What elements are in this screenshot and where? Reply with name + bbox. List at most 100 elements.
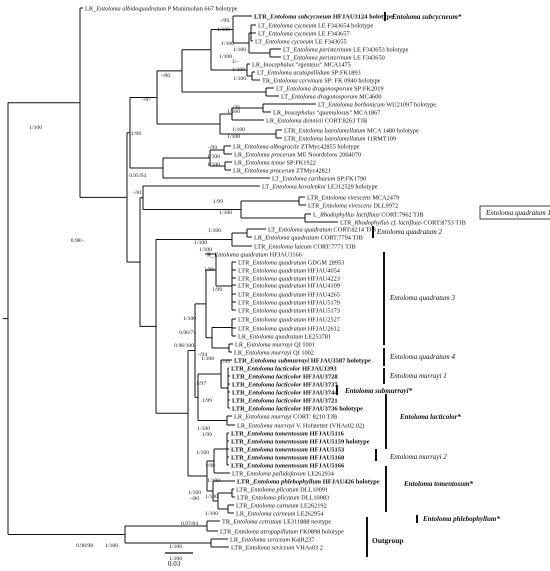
leaf-species: Entoloma luteolamellatum [297, 127, 365, 134]
leaf-voucher: VHAs03 2 [296, 544, 323, 551]
leaf-species: Rhodophyllus lactifluus [319, 211, 380, 218]
leaf-prefix: LTR_ [232, 470, 247, 477]
leaf-voucher: HFJAU1393 [302, 365, 337, 372]
leaf-voucher: HFJAU3744 [303, 389, 338, 396]
leaf-voucher: MCA2479 [372, 194, 399, 201]
leaf-label: LTR_Entoloma luteolamellatum MCA 1480 ho… [284, 127, 419, 134]
support-value: 1/100 [219, 54, 232, 60]
leaf-label: LTR_Entoloma phlebophyllum HFJAU426 holo… [237, 478, 380, 485]
clade-label: Outgroup [372, 536, 404, 545]
leaf-prefix: LT_ [281, 93, 292, 100]
leaf-prefix: LT_ [257, 69, 268, 76]
leaf-species: Entoloma virescens [320, 194, 371, 201]
leaf-prefix: LTR_ [231, 544, 246, 551]
leaf-voucher: CORT:8753 TJB [423, 219, 465, 226]
support-value: 0.98/- [71, 238, 84, 244]
leaf-voucher: HFJAU2612 [308, 325, 340, 332]
support-value: 1/100 [199, 247, 212, 253]
support-value: 1/100 [232, 127, 245, 133]
leaf-label: LT_Entoloma cycneum LE F343654 holotype [258, 22, 373, 29]
leaf-voucher: HFJAU5179 [308, 299, 340, 306]
leaf-prefix: LR_ [252, 61, 264, 68]
leaf-voucher: CORT:7962 TJB [381, 211, 423, 218]
support-value: 1/100 [207, 162, 220, 168]
leaf-label: LR_Entoloma murrayi V. Hofstetter (VHAs0… [237, 422, 364, 429]
support-value: 1/99 [202, 398, 212, 404]
leaf-voucher: HFJAU5159 holotype [310, 438, 370, 445]
leaf-voucher: GDGM 28953 [308, 259, 345, 266]
support-value: 1/100 [227, 134, 240, 140]
leaf-prefix: LTR_ [231, 438, 248, 445]
support-value: -/81 [133, 190, 142, 196]
leaf-prefix: LTR_ [340, 219, 355, 226]
leaf-species: Entoloma tomentosum [246, 454, 308, 461]
support-value: 1/99 [213, 199, 223, 205]
leaf-species: Entoloma peristerinum [292, 46, 352, 53]
leaf-species: Entoloma tenue [244, 159, 285, 166]
leaf-label: LR_Entoloma albidoquadratum P Manimohan … [85, 5, 238, 12]
leaf-species: Entoloma plicatum [250, 494, 300, 501]
tree-branches [3, 7, 338, 548]
leaf-species: Entoloma lacticolor [247, 397, 302, 404]
support-value: 1/- [232, 59, 238, 65]
leaf-voucher: LE262192 [300, 502, 327, 509]
leaf-label: LTR_Entoloma lacticolor HFJAU3737 [232, 381, 338, 388]
leaf-species: Inocephalus "quamulosus" [283, 109, 352, 116]
leaf-prefix: LR_ [238, 333, 250, 340]
leaf-species: Entoloma quadratum [251, 325, 306, 332]
support-value: 0.98/98 [76, 543, 93, 549]
leaf-species: Entoloma quadratum [251, 291, 306, 298]
support-value: 0.95/94 [129, 173, 146, 179]
leaf-species: Entoloma atropapillatum [233, 528, 298, 535]
leaf-species: Entoloma luteum [267, 243, 312, 250]
leaf-prefix: TR_ [222, 518, 234, 525]
leaf-species: Entoloma quadratum [277, 226, 332, 233]
leaf-prefix: LTR_ [232, 381, 249, 388]
leaf-species: Entoloma murrayi [245, 341, 293, 348]
support-value: 1/100 [233, 76, 246, 82]
support-value: -/76 [231, 105, 240, 111]
leaf-prefix: LTR_ [238, 259, 253, 266]
leaf-species: Entoloma plicatum [249, 486, 299, 493]
leaf-label: LT_Entoloma dragonosporum SP:FK2019 [276, 85, 384, 92]
support-value: 0.97/84 [181, 521, 198, 527]
leaf-species: Entoloma procerum [244, 151, 296, 158]
support-value: 1/100 [205, 494, 218, 500]
leaf-voucher: HFJAU3728 [303, 373, 338, 380]
leaf-species: Entoloma pallidofavum [245, 470, 306, 477]
leaf-prefix: LTR_ [284, 135, 299, 142]
leaf-species: Entoloma lacticolor [247, 373, 302, 380]
leaf-prefix: LR_ [234, 159, 246, 166]
leaf-prefix: LT_ [258, 30, 269, 37]
leaf-voucher: ZTMyc42855 holotype [301, 143, 360, 150]
leaf-prefix: LR_ [233, 143, 245, 150]
clade-label: Entoloma lacticolor* [399, 413, 461, 421]
leaf-prefix: LTR_ [232, 397, 249, 404]
leaf-voucher: LE262954 [297, 510, 324, 517]
leaf-label: LTR_Entoloma tomentosum HFJAU5166 [231, 462, 345, 469]
leaf-voucher: ZTMyc42821 [296, 167, 331, 174]
leaf-prefix: LTR_ [231, 454, 248, 461]
leaf-label: LTR_Entoloma lacticolor HFJAU1393 [231, 365, 337, 372]
leaf-voucher: HFJAU3166 [270, 251, 302, 258]
leaf-voucher: HFJAU5160 [310, 454, 345, 461]
leaf-label: LR_Entoloma procerum ME Noordeloos 20040… [234, 151, 361, 158]
leaf-species: Entoloma albogracile [243, 143, 299, 150]
leaf-prefix: LTR_ [234, 357, 251, 364]
leaf-prefix: LR_ [234, 349, 246, 356]
leaf-label: LTR_Entoloma luteolamellatum 11RMT109 [284, 135, 396, 142]
support-value: -/99 [208, 145, 217, 151]
leaf-label: LR_Entoloma albogracile ZTMyc42855 holot… [233, 143, 360, 150]
leaf-voucher: LE F343650 [353, 54, 385, 61]
support-value: 1/99 [202, 432, 212, 438]
leaf-species: Entoloma quadratum [251, 316, 306, 323]
leaf-species: Entoloma murrayi [244, 349, 292, 356]
leaf-voucher: MCA1475 [324, 61, 351, 68]
leaf-voucher: SP:FK1922 [286, 159, 315, 166]
leaf-voucher: 11RMT109 [367, 135, 396, 142]
clade-box [479, 205, 550, 220]
leaf-prefix: LR_ [236, 510, 248, 517]
leaf-prefix: LT_ [268, 226, 279, 233]
leaf-species: Entoloma lacticolor [247, 381, 302, 388]
support-value: 1/100 [205, 511, 218, 517]
